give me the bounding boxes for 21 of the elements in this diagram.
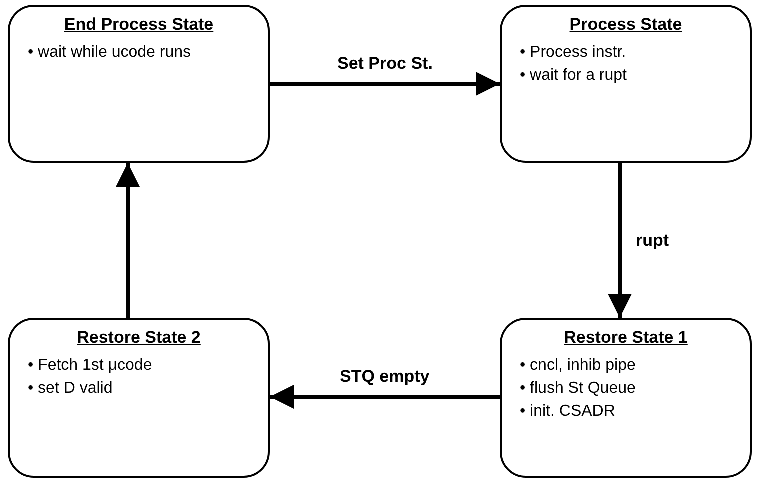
arrow — [270, 385, 500, 409]
state-title: Process State — [568, 15, 684, 35]
state-title: End Process State — [63, 15, 215, 35]
state-title: Restore State 2 — [76, 328, 202, 348]
state-title: Restore State 1 — [563, 328, 689, 348]
bullet-text: • wait for a rupt — [520, 66, 628, 86]
state-box — [8, 5, 270, 163]
bullet-text: • wait while ucode runs — [28, 43, 192, 62]
bullet-text: • flush St Queue — [520, 379, 637, 398]
bullet-text: • set D valid — [28, 379, 114, 398]
arrow — [270, 72, 500, 96]
bullet-text: • Fetch 1st μcode — [28, 356, 154, 376]
state-box — [8, 318, 270, 478]
arrow — [116, 163, 140, 318]
bullet-text: • init. CSADR — [520, 402, 616, 422]
state-box — [500, 5, 752, 163]
arrow — [608, 163, 632, 318]
bullet-text: • Process instr. — [520, 43, 628, 62]
state-box — [500, 318, 752, 478]
edge-label: STQ empty — [338, 367, 432, 387]
bullet-text: • cncl, inhib pipe — [520, 356, 637, 376]
